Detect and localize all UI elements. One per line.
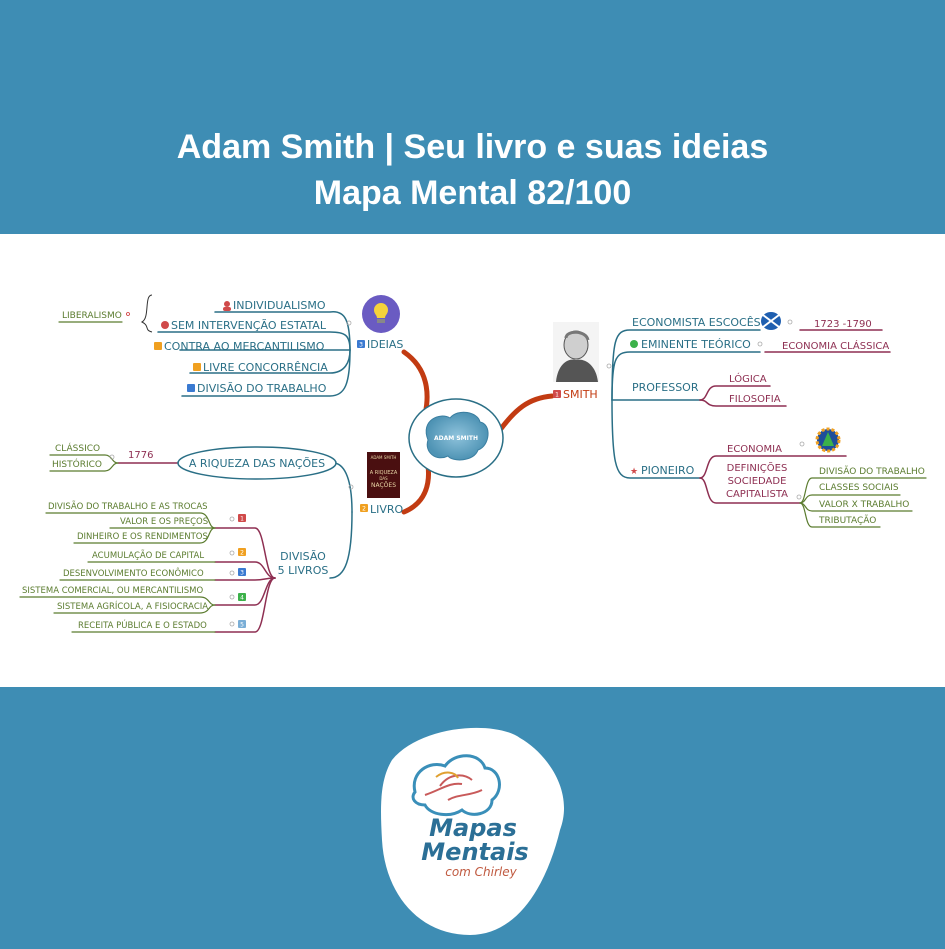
year-1776: 1776 (128, 450, 153, 461)
svg-text:DIVISÃO DO TRABALHO: DIVISÃO DO TRABALHO (197, 382, 327, 395)
svg-text:2: 2 (240, 550, 244, 557)
item-definicoes-1: DEFINIÇÕES (727, 461, 788, 474)
arrows-icon (154, 342, 162, 350)
node-divisao[interactable]: DIVISÃO 5 LIVROS (278, 550, 329, 577)
logo-line3: com Chirley (445, 865, 517, 879)
division-item: ACUMULAÇÃO DE CAPITAL (92, 550, 204, 561)
page-title: Adam Smith | Seu livro e suas ideias (176, 128, 769, 166)
svg-text:LIVRE CONCORRÊNCIA: LIVRE CONCORRÊNCIA (203, 361, 328, 374)
svg-text:LIBERALISMO: LIBERALISMO (62, 311, 122, 321)
mind-map: ADAM SMITH 3 IDEIAS INDIVIDUALISMO SEM I… (19, 294, 927, 633)
svg-text:4: 4 (240, 595, 244, 602)
svg-text:DIVISÃO: DIVISÃO (280, 550, 326, 563)
svg-text:SEM INTERVENÇÃO ESTATAL: SEM INTERVENÇÃO ESTATAL (171, 319, 327, 332)
node-eminente[interactable]: EMINENTE TEÓRICO (630, 338, 751, 351)
svg-text:CONTRA AO MERCANTILISMO: CONTRA AO MERCANTILISMO (164, 340, 325, 353)
division-item: DINHEIRO E OS RENDIMENTOS (77, 532, 208, 542)
svg-text:5: 5 (240, 622, 244, 629)
node-pioneiro[interactable]: ★ PIONEIRO (630, 464, 695, 477)
mind-map-panel: ADAM SMITH 3 IDEIAS INDIVIDUALISMO SEM I… (0, 234, 945, 687)
badge-div-5 (238, 620, 246, 628)
item-def: CLASSES SOCIAIS (819, 483, 899, 493)
item-def: DIVISÃO DO TRABALHO (819, 466, 925, 477)
division-item: SISTEMA AGRÍCOLA, A FISIOCRACIA (57, 600, 208, 612)
header-banner: Adam Smith | Seu livro e suas ideias Map… (0, 0, 945, 234)
svg-text:3: 3 (359, 342, 363, 349)
item-historico: HISTÓRICO (52, 458, 102, 470)
division-item: RECEITA PÚBLICA E O ESTADO (78, 619, 207, 631)
svg-text:INDIVIDUALISMO: INDIVIDUALISMO (233, 299, 326, 312)
central-topic-label: ADAM SMITH (434, 435, 478, 442)
brain-icon (411, 754, 501, 817)
ideia-contra-mercantilismo[interactable]: CONTRA AO MERCANTILISMO (154, 340, 325, 353)
logo-line2: Mentais (421, 838, 528, 866)
logo-line1: Mapas (429, 814, 517, 842)
ideia-divisao-trabalho[interactable]: DIVISÃO DO TRABALHO (187, 382, 327, 395)
brace (140, 294, 153, 333)
svg-text:1: 1 (240, 516, 244, 523)
node-riqueza-nacoes[interactable]: A RIQUEZA DAS NAÇÕES (177, 446, 337, 480)
node-professor[interactable]: PROFESSOR (632, 381, 699, 394)
smith-portrait (553, 322, 599, 382)
badge-div-2 (238, 548, 246, 556)
division-item: DIVISÃO DO TRABALHO E AS TROCAS (48, 501, 208, 512)
people-icon (187, 384, 195, 392)
item-years: 1723 -1790 (814, 319, 872, 330)
ideia-livre-concorrencia[interactable]: LIVRE CONCORRÊNCIA (193, 361, 328, 374)
svg-text:2: 2 (362, 506, 366, 513)
central-topic[interactable]: ADAM SMITH (408, 398, 504, 478)
plus-icon (630, 340, 638, 348)
brand-logo[interactable]: Mapas Mentais com Chirley (0, 687, 945, 945)
star-icon: ★ (630, 467, 638, 477)
badge-ideias (357, 340, 365, 348)
badge-div-4 (238, 593, 246, 601)
svg-text:A RIQUEZA: A RIQUEZA (370, 470, 398, 476)
division-item: DESENVOLVIMENTO ECONÔMICO (63, 567, 204, 579)
badge-livro (360, 504, 368, 512)
ideia-sem-intervencao[interactable]: SEM INTERVENÇÃO ESTATAL (161, 319, 327, 332)
item-def: VALOR X TRABALHO (819, 500, 909, 510)
svg-text:PIONEIRO: PIONEIRO (641, 464, 695, 477)
svg-text:3: 3 (240, 570, 244, 577)
item-classico: CLÁSSICO (55, 442, 100, 454)
page-subtitle: Mapa Mental 82/100 (313, 174, 632, 212)
division-item: SISTEMA COMERCIAL, OU MERCANTILISMO (22, 586, 203, 596)
trophy-icon (193, 363, 201, 371)
svg-text:DAS: DAS (379, 476, 388, 481)
gear-icon (815, 427, 841, 453)
footer-banner: Mapas Mentais com Chirley (0, 687, 945, 945)
node-smith[interactable]: 1 SMITH (553, 388, 598, 401)
node-ideias[interactable]: 3 IDEIAS (357, 295, 403, 351)
item-def: TRIBUTAÇÃO (818, 515, 876, 526)
badge-div-1 (238, 514, 246, 522)
svg-text:ADAM SMITH: ADAM SMITH (371, 455, 397, 460)
book-cover: ADAM SMITH A RIQUEZA DAS NAÇÕES (367, 452, 400, 498)
ideia-individualismo[interactable]: INDIVIDUALISMO (223, 299, 326, 312)
svg-text:1: 1 (555, 392, 559, 399)
node-ideias-label: IDEIAS (367, 338, 403, 351)
item-logica: LÓGICA (729, 372, 767, 385)
person-icon (224, 301, 230, 307)
svg-text:A RIQUEZA DAS NAÇÕES: A RIQUEZA DAS NAÇÕES (189, 457, 325, 470)
badge-div-3 (238, 568, 246, 576)
item-definicoes-3: CAPITALISTA (726, 489, 788, 500)
item-filosofia: FILOSOFIA (729, 394, 781, 405)
node-economista[interactable]: ECONOMISTA ESCOCÊS (632, 316, 761, 329)
stop-icon (161, 321, 169, 329)
node-smith-label: SMITH (563, 388, 598, 401)
scotland-flag-icon (761, 312, 781, 330)
item-economia-classica: ECONOMIA CLÁSSICA (782, 339, 889, 352)
side-note-liberalismo[interactable]: LIBERALISMO (62, 311, 130, 321)
node-livro[interactable]: 2 LIVRO (360, 503, 404, 516)
svg-text:5 LIVROS: 5 LIVROS (278, 564, 329, 577)
svg-text:EMINENTE TEÓRICO: EMINENTE TEÓRICO (641, 338, 751, 351)
svg-text:NAÇÕES: NAÇÕES (371, 482, 396, 489)
item-definicoes-2: SOCIEDADE (728, 476, 787, 487)
item-economia: ECONOMIA (727, 444, 782, 455)
node-livro-label: LIVRO (370, 503, 404, 516)
division-item: VALOR E OS PREÇOS (120, 517, 208, 527)
badge-smith (553, 390, 561, 398)
